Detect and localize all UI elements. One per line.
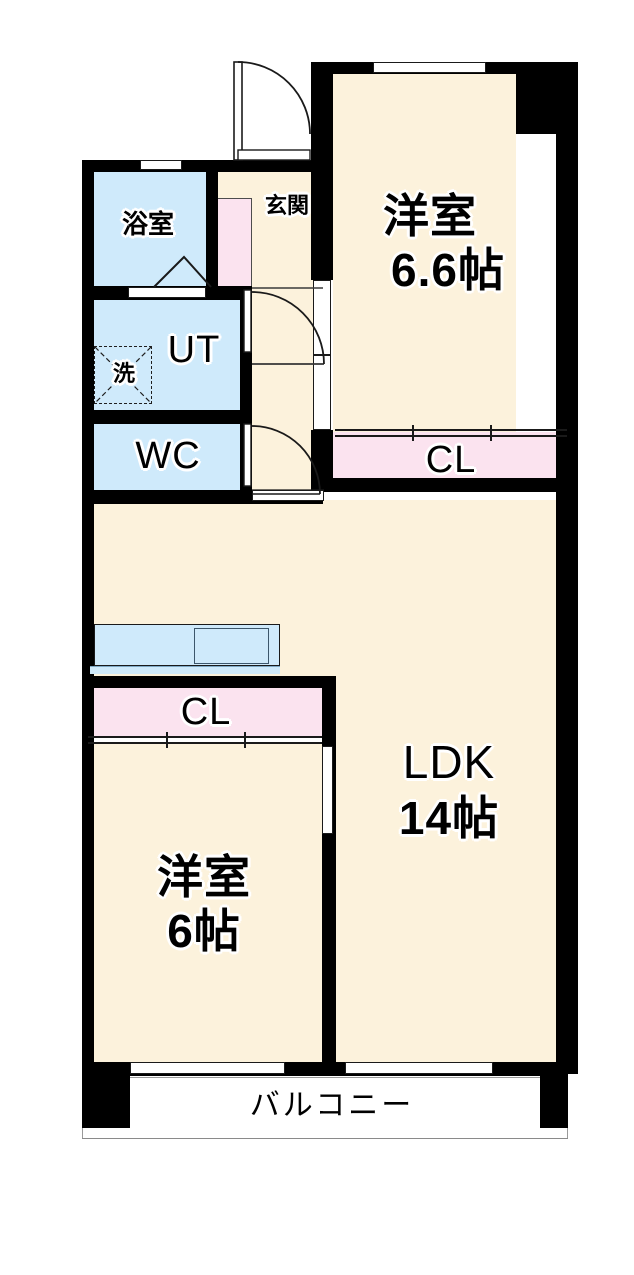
window-bedroom-sub-south	[130, 1062, 285, 1074]
window-hall-south	[252, 490, 324, 501]
label-bedroom-main-size: 6.6帖	[391, 244, 505, 296]
window-ldk-south	[345, 1062, 493, 1074]
wall-genkan-east	[311, 160, 323, 174]
label-ldk-size: 14帖	[398, 792, 500, 844]
label-bedroom-sub-size: 6帖	[167, 905, 241, 957]
label-balcony: バルコニー	[249, 1089, 415, 1122]
label-bedroom-sub-name: 洋室	[157, 851, 251, 903]
pillar-southwest	[82, 1062, 130, 1128]
balcony-rail-line	[82, 1138, 568, 1139]
wall-ut-wc-divider	[82, 410, 252, 424]
label-washer: 洗	[112, 361, 135, 386]
window-bedroom-main-north	[373, 62, 486, 73]
wall-west-exterior-lower	[82, 490, 94, 1080]
closet-main-sliding-doors[interactable]	[335, 425, 567, 441]
wall-hall-bedroom-main-upper	[311, 62, 333, 170]
wall-east-exterior	[556, 62, 578, 1074]
label-bedroom-main-name: 洋室	[383, 190, 477, 242]
washer-space	[94, 346, 152, 404]
room-bedroom-main-fill-2	[333, 72, 516, 432]
window-bedroom-sub-east	[322, 746, 333, 834]
label-closet-sub: CL	[180, 691, 232, 733]
room-ldk-fill-2	[333, 500, 568, 1070]
label-genkan: 玄関	[264, 193, 309, 218]
closet-sub-fill	[90, 686, 322, 738]
label-closet-main: CL	[425, 439, 477, 481]
room-wc-fill	[86, 424, 248, 492]
label-bath: 浴室	[121, 209, 174, 239]
kitchen-sink	[194, 628, 269, 664]
wall-west-exterior-upper	[82, 160, 94, 496]
label-wc: WC	[135, 435, 201, 477]
room-balcony	[82, 1077, 568, 1139]
wall-closet-sub-north	[82, 676, 334, 688]
entry-door-swing	[233, 61, 311, 161]
room-bedroom-sub-fill	[86, 742, 322, 1070]
wall-bath-east	[206, 160, 218, 288]
window-bath-south	[128, 287, 206, 298]
wall-closet-main-south	[311, 478, 568, 492]
wall-wc-hall-divider	[240, 424, 252, 492]
closet-sub-sliding-doors[interactable]	[88, 732, 322, 748]
label-ut: UT	[167, 329, 221, 371]
wall-ut-hall-divider	[240, 288, 252, 414]
wall-bedroom-sub-east	[322, 676, 336, 1074]
shoe-closet-fill	[216, 198, 252, 288]
label-ldk-name: LDK	[402, 736, 496, 788]
wall-north-bath-genkan	[82, 160, 323, 172]
window-bath-north	[140, 160, 182, 170]
pillar-southeast	[540, 1062, 568, 1128]
wall-hall-bedroom-main-mid	[311, 168, 333, 280]
closet-main-fill	[333, 432, 568, 480]
bedroom-main-sliding-door-mid	[313, 354, 331, 356]
kitchen-counter-edge	[90, 666, 280, 674]
